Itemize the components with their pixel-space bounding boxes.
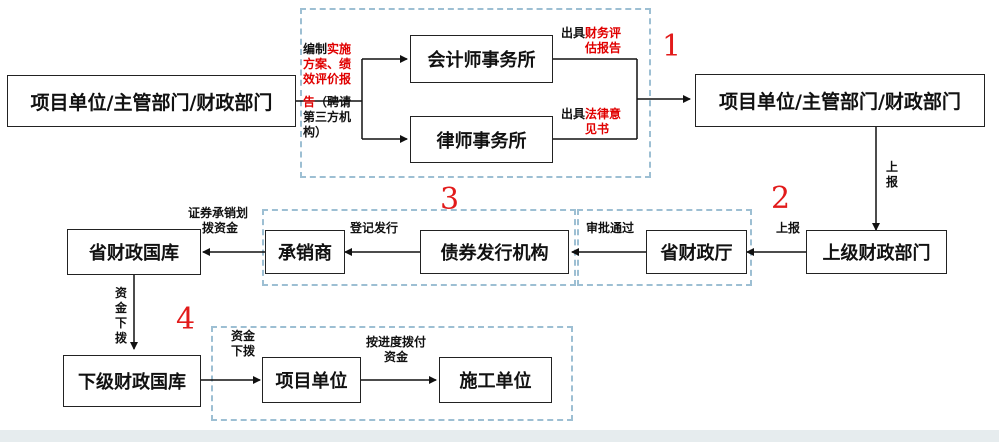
prepare-text-4a: 告 (303, 95, 316, 109)
group-frame-4 (211, 326, 573, 421)
prepare-text-2: 方案、绩 (303, 57, 352, 71)
law-firm-box: 律师事务所 (410, 116, 553, 163)
step-number-1: 1 (662, 29, 682, 64)
project-unit-right-box: 项目单位/主管部门/财政部门 (695, 74, 985, 127)
issue-fin-c: 估报告 (585, 41, 622, 55)
approved-label: 审批通过 (586, 221, 635, 235)
issue-legal-label: 出具法律意 见书 (561, 107, 621, 137)
issue-fin-a: 出具 (561, 26, 586, 40)
pay-progress-label: 按进度拨付 资金 (366, 335, 426, 365)
prepare-label: 编制实施 方案、绩 效评价报 告（聘请 第三方机 构） (303, 42, 351, 140)
group-frame-2 (577, 209, 752, 286)
construction-unit-box: 施工单位 (439, 357, 552, 403)
step-number-2: 2 (771, 181, 791, 216)
group-frame-3 (262, 209, 576, 286)
prepare-text-6: 构） (303, 125, 328, 139)
underwriter-box: 承销商 (265, 230, 345, 274)
securities-text-2: 拨资金 (202, 221, 239, 235)
project-unit-bottom-box: 项目单位 (262, 357, 361, 403)
provincial-finance-dept-box: 省财政厅 (646, 230, 747, 274)
accounting-firm-box: 会计师事务所 (410, 35, 553, 83)
superior-finance-box: 上级财政部门 (806, 230, 947, 274)
prepare-text-1b: 实施 (327, 42, 352, 56)
funds-down-text-1: 资金 (231, 329, 256, 343)
prepare-text-1a: 编制 (303, 42, 328, 56)
provincial-treasury-box: 省财政国库 (67, 229, 201, 275)
prepare-text-5: 第三方机 (303, 110, 352, 124)
group-frame-1 (300, 8, 651, 178)
step-number-3: 3 (440, 182, 460, 217)
step-number-4: 4 (176, 302, 196, 337)
report-up-label: 上报 (776, 221, 801, 235)
bottom-strip (0, 430, 999, 442)
funds-down-text-2: 下拨 (231, 344, 256, 358)
lower-treasury-box: 下级财政国库 (63, 355, 201, 407)
prepare-text-4b: （聘请 (315, 95, 352, 109)
issue-financial-label: 出具财务评 估报告 (561, 26, 621, 56)
securities-label: 证券承销划 拨资金 (188, 206, 248, 236)
project-unit-left-box: 项目单位/主管部门/财政部门 (7, 75, 296, 127)
funds-down-vertical-label: 资金下拨 (114, 286, 127, 345)
report-up-vertical-label: 上报 (885, 160, 898, 189)
bond-issuer-box: 债券发行机构 (420, 230, 569, 274)
issue-legal-b: 法律意 (585, 107, 622, 121)
pay-progress-text-2: 资金 (384, 350, 409, 364)
register-issue-label: 登记发行 (350, 221, 399, 235)
securities-text-1: 证券承销划 (188, 206, 249, 220)
issue-legal-c: 见书 (585, 122, 610, 136)
prepare-text-3: 效评价报 (303, 72, 352, 86)
issue-fin-b: 财务评 (585, 26, 622, 40)
funds-down-label: 资金 下拨 (231, 329, 255, 359)
issue-legal-a: 出具 (561, 107, 586, 121)
pay-progress-text-1: 按进度拨付 (366, 335, 427, 349)
